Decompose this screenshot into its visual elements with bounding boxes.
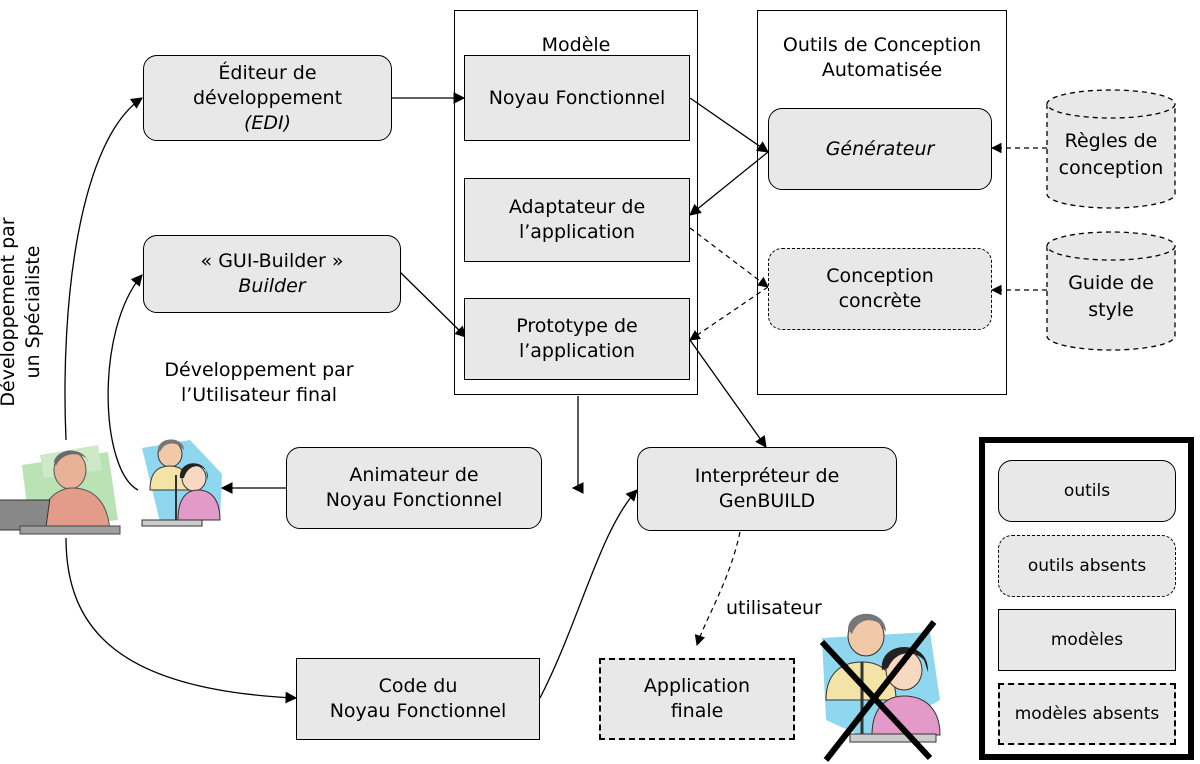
dev-utilisateur-line2: l’Utilisateur final [180,384,338,406]
edge-noyau-generateur [689,97,769,153]
conception-line2: concrète [838,290,922,312]
edge-prototype-interpreteur [689,339,767,448]
code-line1: Code du [378,675,458,697]
noyau-node: Noyau Fonctionnel [464,55,690,141]
legend-modeles-label: modèles [1050,629,1124,650]
edge-code-interpreteur [539,489,638,699]
code-node: Code du Noyau Fonctionnel [296,658,540,740]
specialist-illustration [0,445,121,535]
edge-conception-prototype [689,286,769,341]
legend-outils-absents: outils absents [998,535,1176,597]
animateur-node: Animateur de Noyau Fonctionnel [286,447,542,529]
gui-builder-line1: « GUI-Builder » [200,250,344,272]
interpreteur-line1: Interpréteur de [694,465,840,487]
editeur-line3: (EDI) [243,111,292,134]
gui-builder-node: « GUI-Builder » Builder [143,235,401,313]
dev-utilisateur-line1: Développement par [164,359,354,381]
animateur-line2: Noyau Fonctionnel [325,489,503,511]
editeur-line2: développement [192,86,343,109]
regles-line1: Règles de [1064,130,1158,152]
adaptateur-line2: l’application [518,221,636,243]
legend-modeles-absents-label: modèles absents [1014,703,1160,724]
interpreteur-node: Interpréteur de GenBUILD [637,447,897,531]
adaptateur-line1: Adaptateur de [508,196,646,218]
legend-outils: outils [998,460,1176,522]
enduser-illustration [141,439,222,527]
generateur-node: Générateur [768,108,992,190]
prototype-node: Prototype de l’application [464,298,690,380]
interpreteur-line2: GenBUILD [718,490,816,512]
crossed-user-illustration [819,613,941,762]
editeur-line1: Éditeur de [218,61,317,84]
conception-node: Conception concrète [768,248,992,330]
code-line2: Noyau Fonctionnel [329,700,507,722]
outils-title-line1: Outils de Conception [782,34,982,56]
cross-line-2 [823,620,937,762]
outils-title-line2: Automatisée [821,59,943,81]
prototype-line1: Prototype de [516,315,638,337]
edge-specialist-editeur [64,97,143,441]
application-line2: finale [670,700,724,722]
legend: outils outils absents modèles modèles ab… [979,437,1194,760]
legend-outils-label: outils [1063,480,1111,501]
regles-cylinder [1046,89,1176,209]
generateur-line1: Générateur [825,137,935,160]
dev-specialiste-line1: Développement par [0,217,19,407]
utilisateur-label: utilisateur [726,596,846,621]
dev-specialiste-line2: un Spécialiste [22,245,44,379]
noyau-line1: Noyau Fonctionnel [488,86,666,109]
guide-line2: style [1088,299,1134,321]
guide-line1: Guide de [1068,272,1154,294]
edge-adaptateur-conception [689,227,769,288]
model-container-title: Modèle [541,34,611,56]
regles-line2: conception [1058,157,1164,179]
application-line1: Application [643,675,751,697]
edge-specialist-code [65,537,298,704]
utilisateur-text: utilisateur [726,597,822,619]
prototype-line2: l’application [518,340,636,362]
legend-modeles: modèles [998,609,1176,671]
application-node: Application finale [599,658,795,740]
edge-interpreteur-application [694,531,741,647]
edge-enduser-gui [107,274,143,491]
editeur-node: Éditeur de développement (EDI) [143,55,392,141]
legend-modeles-absents: modèles absents [998,683,1176,745]
gui-builder-line2: Builder [238,275,306,297]
outils-container: Outils de Conception Automatisée [757,10,1007,395]
edge-generateur-adaptateur [689,151,769,216]
guide-label: Guide de style [1047,270,1175,324]
conception-line1: Conception [826,265,934,287]
animateur-line1: Animateur de [349,464,479,486]
edge-gui-prototype [399,271,467,338]
guide-cylinder [1046,231,1176,351]
dev-specialiste-label: Développement par un Spécialiste [0,207,50,417]
edge-model-animateur [576,396,579,489]
legend-outils-absents-label: outils absents [1027,555,1147,576]
dev-utilisateur-label: Développement par l’Utilisateur final [140,358,378,408]
regles-label: Règles de conception [1047,128,1175,182]
adaptateur-node: Adaptateur de l’application [464,178,690,262]
